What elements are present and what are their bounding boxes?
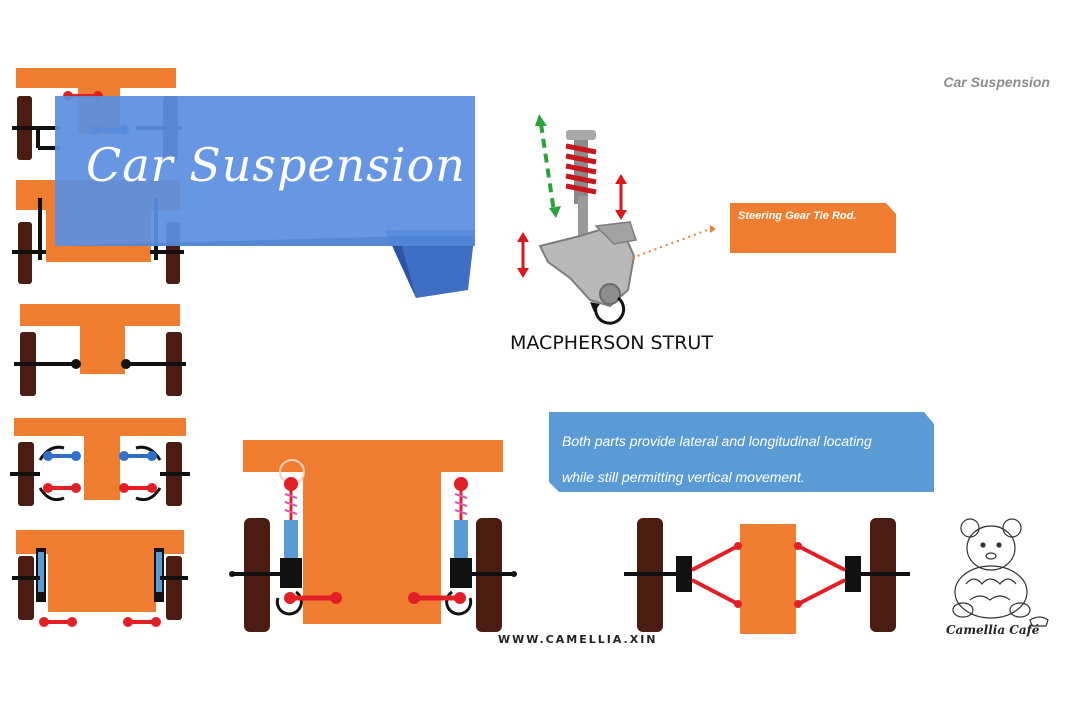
suspension-diagram-3: [14, 304, 186, 396]
title-ribbon: [55, 96, 475, 298]
description-text: Both parts provide lateral and longitudi…: [562, 423, 927, 495]
suspension-diagram-right: [624, 518, 910, 634]
description-line-2: while still permitting vertical movement…: [562, 469, 805, 485]
website-footer: WWW.CAMELLIA.XIN: [498, 633, 658, 646]
header-title: Car Suspension: [943, 74, 1050, 90]
tie-rod-label: Steering Gear Tie Rod.: [738, 210, 857, 222]
suspension-diagram-5: [12, 530, 188, 627]
tie-rod-callout-box: [730, 203, 896, 253]
strut-label: MACPHERSON STRUT: [510, 332, 713, 354]
description-box: [549, 412, 934, 492]
macpherson-strut: [517, 114, 716, 325]
suspension-diagram-4: [10, 418, 190, 506]
description-line-1: Both parts provide lateral and longitudi…: [562, 433, 872, 449]
bear-logo: [952, 518, 1049, 627]
logo-text: Camellia Café: [946, 623, 1040, 637]
suspension-diagram-large: [229, 440, 517, 632]
banner-title: Car Suspension: [86, 138, 466, 192]
